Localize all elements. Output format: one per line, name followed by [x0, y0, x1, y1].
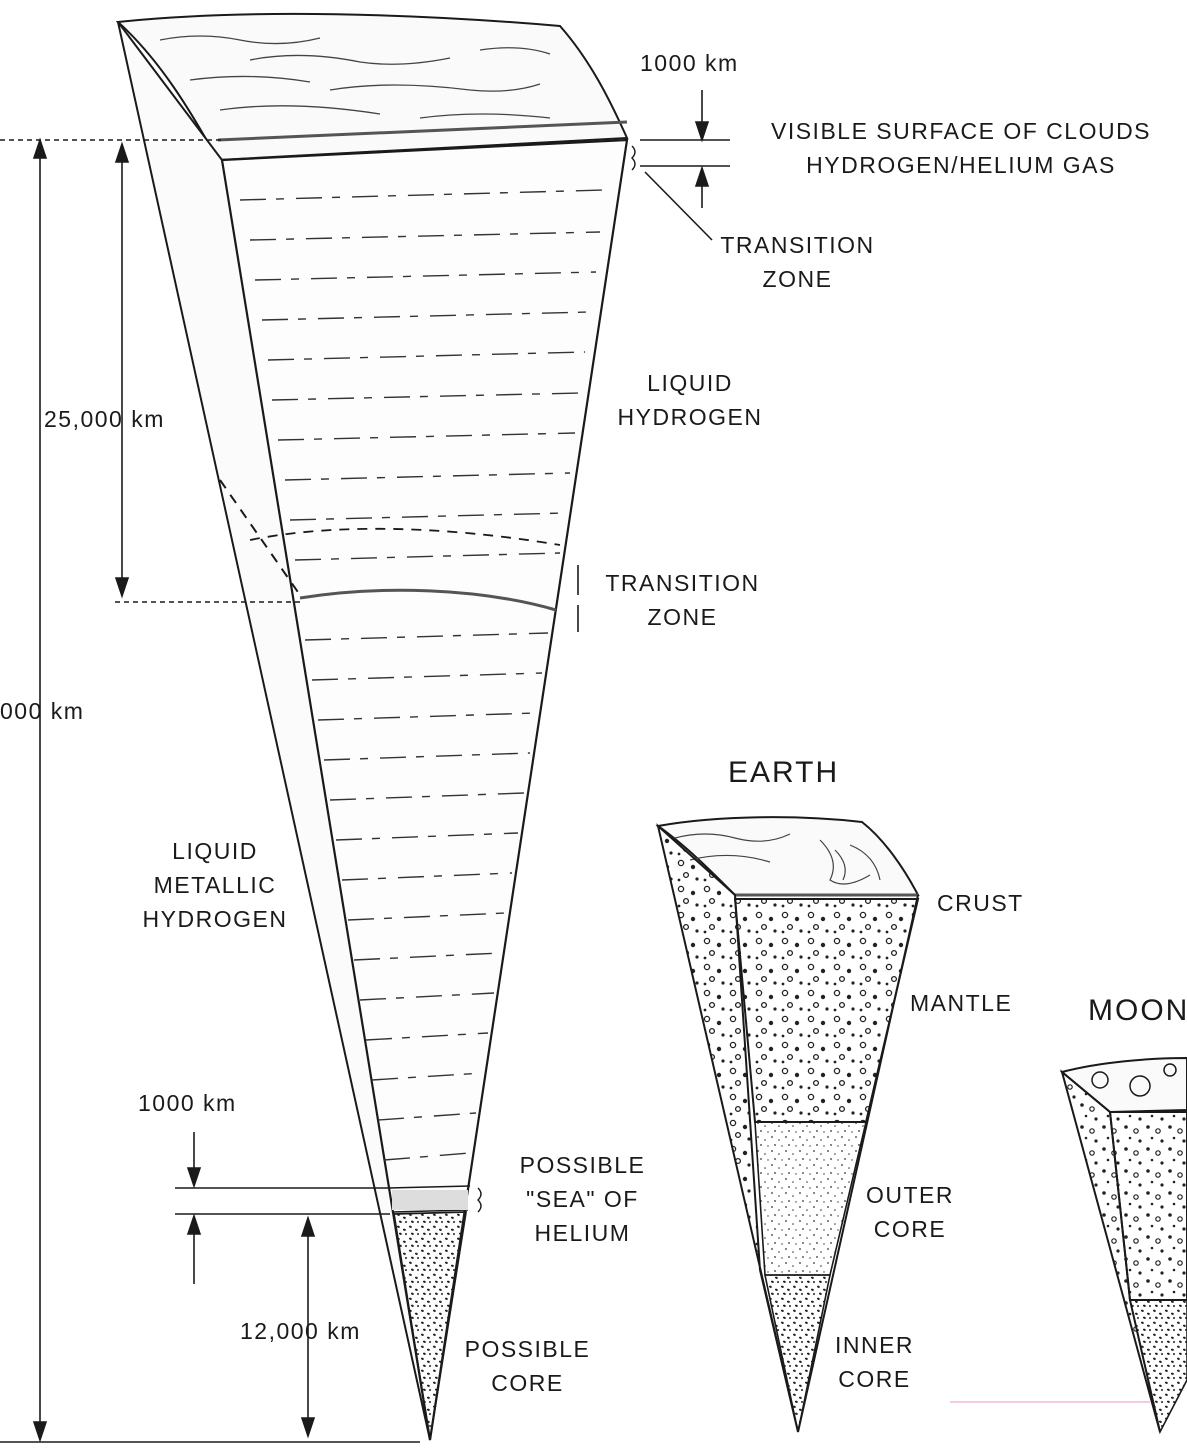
earth-inner-core-label: INNER CORE: [822, 1328, 927, 1396]
transition-zone-lower-label: TRANSITION ZONE: [585, 566, 780, 634]
earth-outer-core-label: OUTER CORE: [855, 1178, 965, 1246]
core-line2: CORE: [455, 1366, 600, 1400]
earth-mantle: [735, 899, 918, 1122]
possible-core-label: POSSIBLE CORE: [455, 1332, 600, 1400]
core-radius-label: 12,000 km: [240, 1314, 361, 1348]
clouds-label-line2: HYDROGEN/HELIUM GAS: [735, 148, 1187, 182]
transition-lower-line2: ZONE: [585, 600, 780, 634]
helium-sea-label: POSSIBLE "SEA" OF HELIUM: [500, 1148, 665, 1250]
helium-thickness-label: 1000 km: [138, 1086, 237, 1120]
metallic-hydrogen-label: LIQUID METALLIC HYDROGEN: [120, 834, 310, 936]
helium-line1: POSSIBLE: [500, 1148, 665, 1182]
helium-line2: "SEA" OF: [500, 1182, 665, 1216]
helium-line3: HELIUM: [500, 1216, 665, 1250]
total-radius-label: 000 km: [0, 694, 84, 728]
inner-core-line2: CORE: [822, 1362, 927, 1396]
transition-upper-line2: ZONE: [700, 262, 895, 296]
clouds-label: VISIBLE SURFACE OF CLOUDS HYDROGEN/HELIU…: [735, 114, 1187, 182]
inner-core-line1: INNER: [822, 1328, 927, 1362]
moon-wedge: [1062, 1058, 1187, 1432]
transition-upper-line1: TRANSITION: [700, 228, 895, 262]
outer-core-line1: OUTER: [855, 1178, 965, 1212]
liquid-hydrogen-line1: LIQUID: [600, 366, 780, 400]
liquid-hydrogen-line2: HYDROGEN: [600, 400, 780, 434]
core-line1: POSSIBLE: [455, 1332, 600, 1366]
earth-mantle-label: MANTLE: [910, 986, 1012, 1020]
outer-core-line2: CORE: [855, 1212, 965, 1246]
transition-zone-upper-label: TRANSITION ZONE: [700, 228, 895, 296]
metallic-line3: HYDROGEN: [120, 902, 310, 936]
metallic-line2: METALLIC: [120, 868, 310, 902]
earth-title: EARTH: [728, 756, 839, 790]
earth-crust-label: CRUST: [937, 886, 1024, 920]
moon-title: MOON: [1088, 994, 1187, 1028]
depth-25000-label: 25,000 km: [44, 402, 165, 436]
earth-inner-core: [765, 1275, 830, 1432]
metallic-line1: LIQUID: [120, 834, 310, 868]
top-layer-thickness-label: 1000 km: [640, 46, 739, 80]
liquid-hydrogen-label: LIQUID HYDROGEN: [600, 366, 780, 434]
clouds-label-line1: VISIBLE SURFACE OF CLOUDS: [735, 114, 1187, 148]
transition-lower-line1: TRANSITION: [585, 566, 780, 600]
